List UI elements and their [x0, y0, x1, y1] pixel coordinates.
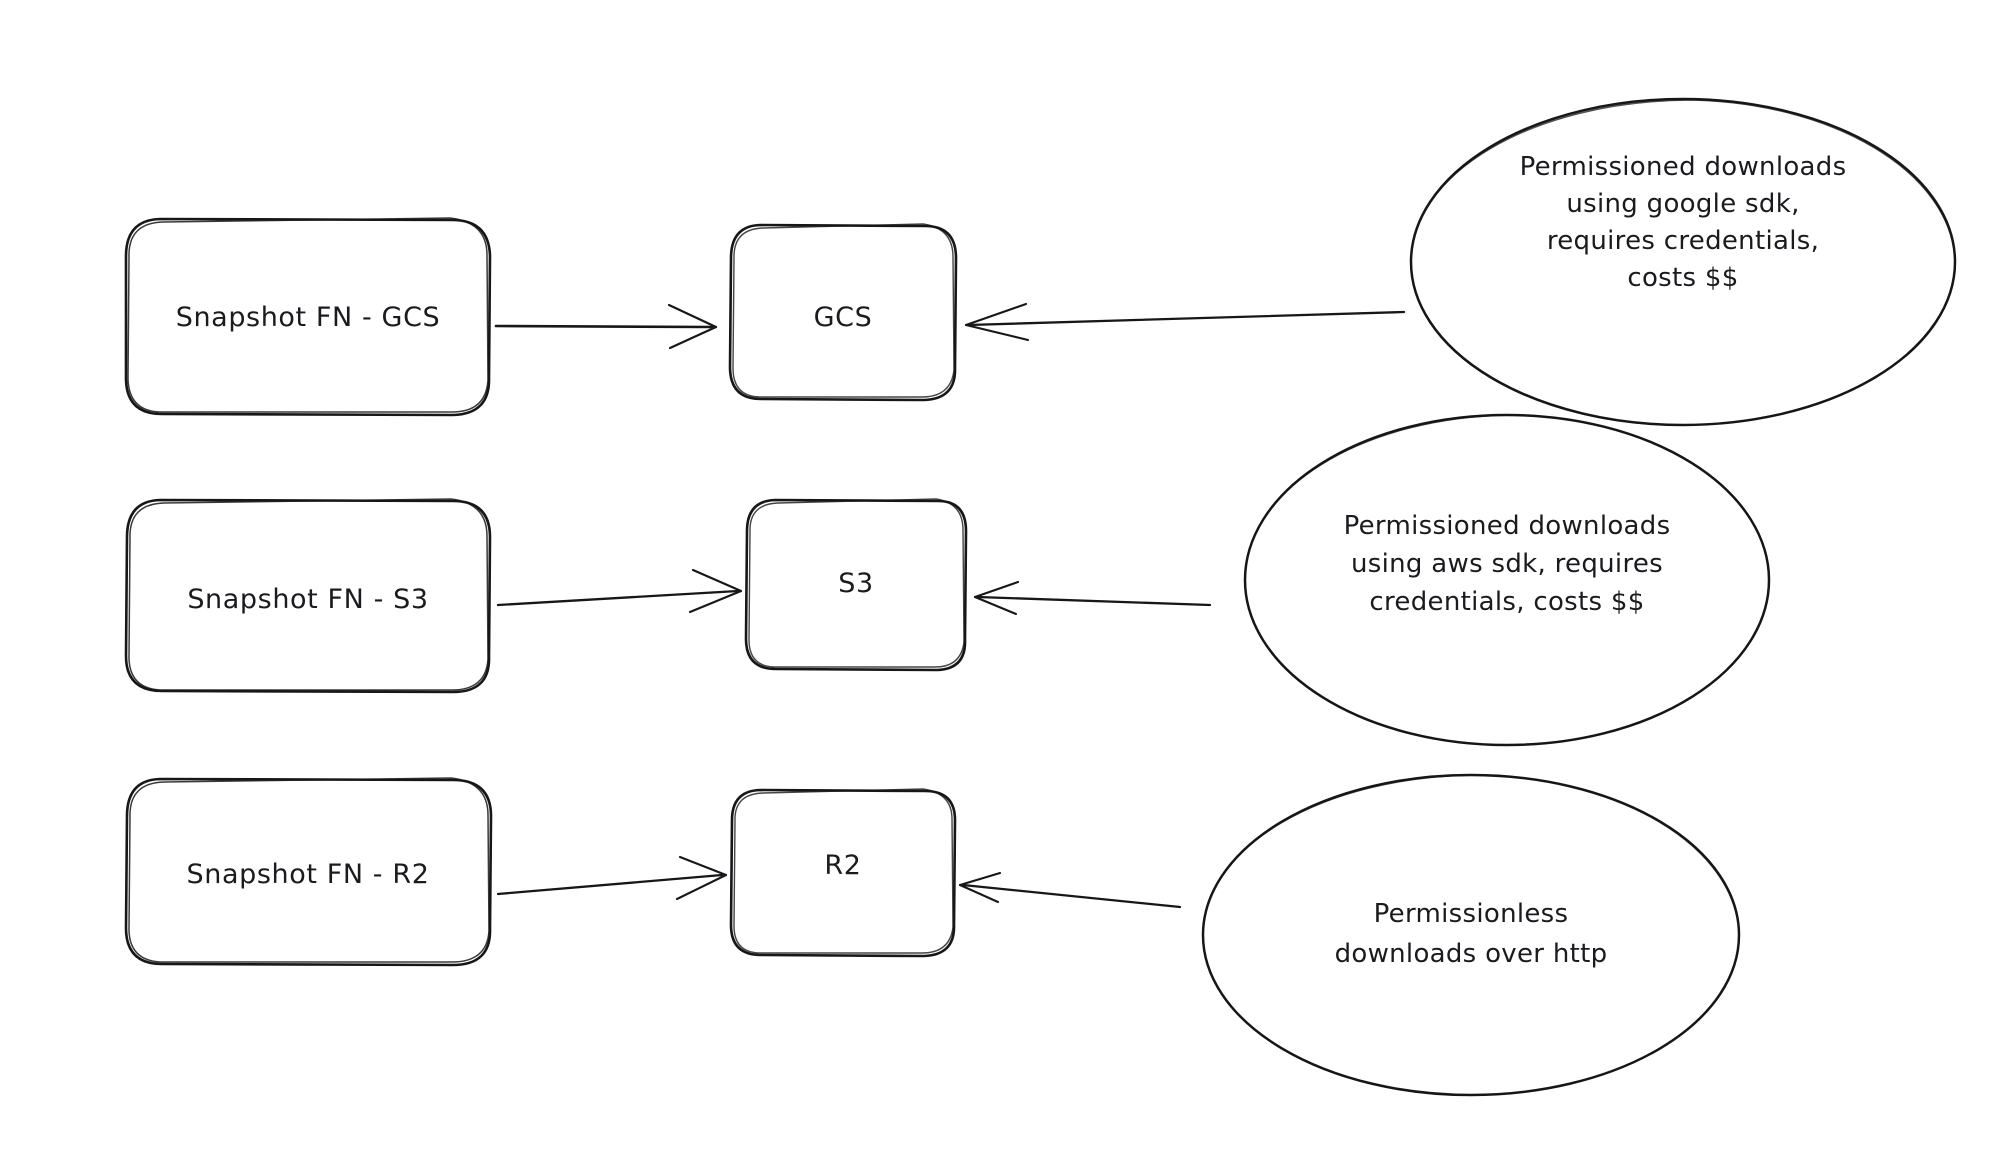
node-label-snapshot-fn-gcs: Snapshot FN - GCS [176, 302, 441, 333]
row-s3: Snapshot FN - S3 S3 Permissioned downloa… [124, 413, 1771, 747]
note-aws-line-3: credentials, costs $$ [1369, 587, 1644, 617]
note-aws-sdk[interactable]: Permissioned downloads using aws sdk, re… [1243, 413, 1771, 747]
note-http-line-2: downloads over http [1335, 939, 1608, 969]
edge-snapshot-fn-r2-to-r2 [496, 855, 728, 901]
row-gcs: Snapshot FN - GCS GCS Permissioned downl… [124, 97, 1957, 427]
edge-note-http-to-r2 [958, 871, 1182, 909]
node-label-gcs: GCS [814, 302, 873, 333]
node-label-snapshot-fn-r2: Snapshot FN - R2 [187, 859, 430, 890]
node-snapshot-fn-gcs[interactable]: Snapshot FN - GCS [124, 217, 492, 417]
node-r2[interactable]: R2 [729, 788, 957, 958]
node-s3[interactable]: S3 [744, 498, 968, 672]
edge-note-aws-to-s3 [973, 580, 1212, 616]
note-permissionless-http[interactable]: Permissionless downloads over http [1201, 773, 1741, 1097]
node-label-snapshot-fn-s3: Snapshot FN - S3 [187, 584, 428, 615]
node-gcs[interactable]: GCS [728, 223, 958, 402]
note-google-line-4: costs $$ [1627, 263, 1738, 293]
node-snapshot-fn-r2[interactable]: Snapshot FN - R2 [124, 777, 493, 967]
note-google-line-1: Permissioned downloads [1520, 152, 1847, 182]
note-google-line-3: requires credentials, [1547, 226, 1819, 256]
note-google-line-2: using google sdk, [1566, 189, 1799, 219]
node-label-r2: R2 [824, 850, 861, 881]
node-label-s3: S3 [838, 568, 874, 599]
edge-snapshot-fn-gcs-to-gcs [494, 303, 718, 350]
note-aws-line-2: using aws sdk, requires [1351, 549, 1663, 579]
edge-snapshot-fn-s3-to-s3 [496, 568, 743, 614]
edge-note-google-to-gcs [964, 302, 1406, 342]
note-aws-line-1: Permissioned downloads [1344, 511, 1671, 541]
node-snapshot-fn-s3[interactable]: Snapshot FN - S3 [124, 498, 492, 694]
note-http-line-1: Permissionless [1374, 899, 1569, 929]
note-google-sdk[interactable]: Permissioned downloads using google sdk,… [1409, 97, 1957, 427]
row-r2: Snapshot FN - R2 R2 Permissionless downl… [124, 773, 1741, 1097]
